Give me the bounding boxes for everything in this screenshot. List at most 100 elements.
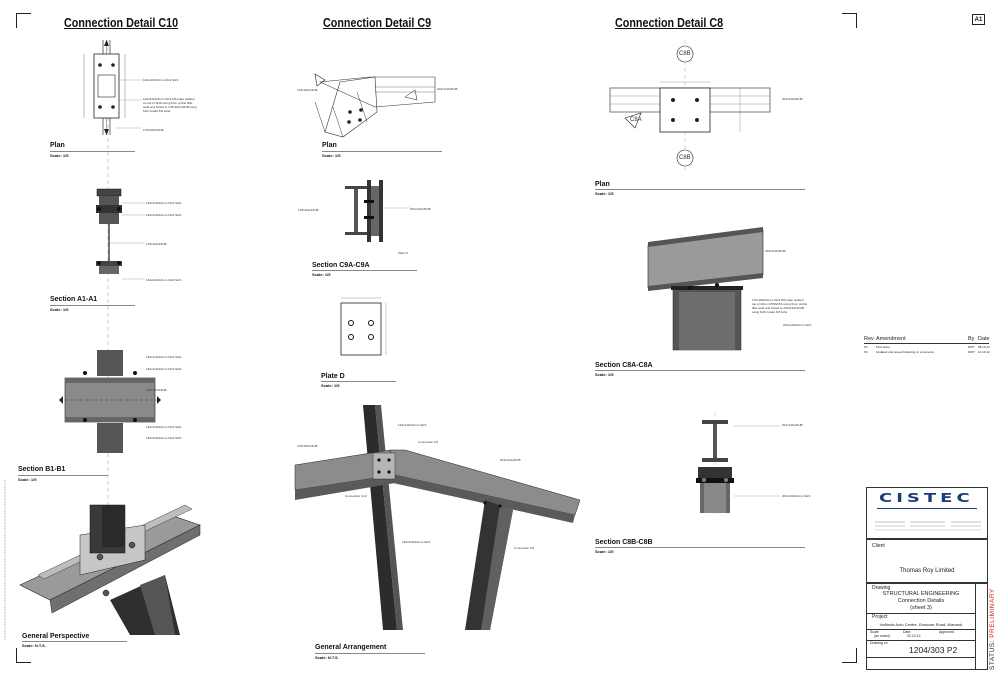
logo-contact-lines (875, 521, 981, 531)
c10-plan-note-3: to end of SHS using 6mm profile fillet (143, 101, 193, 105)
project-rule (867, 613, 975, 614)
sheet-size-badge: A1 (972, 14, 985, 25)
c8-c8b-note-1: 203x133x30UB (782, 423, 803, 427)
c10-section-b1-scale: Scale: 1/5 (18, 477, 37, 482)
scale-rule (867, 629, 975, 630)
c10-plan-note-5: M12 Grade 8.8 bolts (143, 109, 171, 113)
c10-b1-note-4: 140x120x10mm thick SHS (146, 425, 182, 429)
rev-row-1-date: 08.10.12 (978, 345, 990, 349)
c9-plate-d-drawing (340, 297, 387, 356)
c8-c8a-note-6: 203x140x10mm SHS (783, 323, 812, 327)
c9-plate-d-scale: Scale: 1/5 (321, 383, 340, 388)
c10-plan-drawing (83, 40, 142, 135)
c10-plan-note-1: 120x120x10mm thick SHS (143, 78, 179, 82)
c10-plan-underline (50, 151, 135, 152)
c8-plan-scale: Scale: 1/5 (595, 191, 614, 196)
c9-plan-label: Plan (322, 142, 337, 149)
sheet-size-text: A1 (974, 17, 983, 23)
drawing-no-rule (867, 640, 975, 641)
c9-c9a-underline (312, 270, 417, 271)
drawing-number: 1204/303 P2 (909, 645, 958, 655)
c8-plan-label: Plan (595, 181, 610, 188)
bottom-rule (867, 657, 975, 658)
approved-label: Approved (939, 630, 954, 634)
c10-perspective-label: General Perspective (22, 633, 90, 640)
c9-general-arrangement-scale: Scale: N.T.S. (315, 655, 339, 660)
rev-row-1-rev: P1 (864, 345, 868, 349)
c9-general-arrangement-label: General Arrangement (315, 644, 387, 651)
drawing-label: Drawing (872, 585, 891, 591)
c9-ga-note-2: 178x102x19UB (297, 444, 318, 448)
status-label: STATUS: (989, 640, 996, 670)
crop-mark-tl (16, 13, 31, 28)
c9-c9a-note-1: 178x102x19UB (298, 208, 319, 212)
c9-ga-note-c10: Connection C10 (345, 494, 367, 498)
c9-plan-note-2: 203x133x30UB (437, 87, 458, 91)
c10-section-b1-label: Section B1-B1 (18, 466, 66, 473)
c8-c8a-note-3: top of 20mm MINSTAS using 6mm profile (752, 302, 808, 306)
c8-section-c8a-label: Section C8A-C8A (595, 362, 653, 369)
c10-plan-label: Plan (50, 142, 65, 149)
c10-a1-note-2: 140x120x10mm thick SHS (146, 213, 182, 217)
c9-ga-note-4: 120x120x10mm SHS (402, 540, 431, 544)
c9-title: Connection Detail C9 (323, 16, 432, 30)
c10-b1-note-5: 140x120x10mm thick SHS (146, 436, 182, 440)
c10-plan-note-2: 140x240x15mm thick MS plate welded (143, 97, 195, 101)
status-divider (975, 584, 976, 669)
project-name: Halfords Auto Centre, Emscote Road, Warw… (879, 622, 963, 627)
c10-a1-underline (50, 305, 135, 306)
c9-plan-note-1: 178x102x19UB (297, 88, 318, 92)
c8-title: Connection Detail C8 (615, 16, 724, 30)
revision-table: Rev Amendment By Date P1 First Issue. DW… (864, 336, 990, 356)
c8-marker-c8b-bottom: C8B (679, 155, 691, 161)
c9-ga-note-c8: Connection C8 (514, 546, 534, 550)
project-label: Project (872, 614, 888, 620)
rev-header-amendment: Amendment (876, 336, 906, 342)
rev-row-1-by: DWT (968, 345, 975, 349)
c9-plate-d-underline (321, 381, 396, 382)
rev-header-rev: Rev (864, 336, 874, 342)
c10-section-a1-label: Section A1-A1 (50, 296, 98, 303)
client-name: Thomas Roy Limited (899, 568, 955, 574)
c9-section-c9a-label: Section C9A-C9A (312, 262, 370, 269)
c8-section-c8b-label: Section C8B-C8B (595, 539, 653, 546)
drawing-no-label: Drawing no. (870, 641, 889, 645)
c10-plan-scale: Scale: 1/5 (50, 153, 69, 158)
rev-row-2-rev: P2 (864, 350, 868, 354)
c10-plan-note-6: 178x102x19UB (143, 128, 164, 132)
rev-header-line (864, 343, 989, 344)
rev-row-2-by: DWT (968, 350, 975, 354)
title-block-client: Client Thomas Roy Limited (866, 539, 988, 583)
rev-header-date: Date (978, 336, 990, 342)
drawing-line-3: (sheet 3) (910, 605, 932, 611)
c8-c8a-note-4: fillet weld and bolted to 203x133x30UB (752, 306, 804, 310)
crop-mark-br (842, 648, 857, 663)
c9-c9a-note-3: Plate D (398, 251, 408, 255)
status-value: PRELIMINARY (989, 588, 996, 638)
c8-marker-c8a: C8A (630, 117, 642, 123)
c8-c8a-underline (595, 370, 805, 371)
c9-plan-underline (322, 151, 442, 152)
rev-row-2-amendment: Updated and issued following cc comments… (876, 350, 935, 354)
c8-plan-underline (595, 189, 805, 190)
left-margin-text (4, 480, 6, 640)
c9-plan-drawing (314, 73, 436, 138)
date-label: Date (903, 630, 911, 634)
c8-section-c8b-drawing (696, 412, 780, 517)
status-stamp: STATUS: PRELIMINARY (989, 588, 996, 670)
c10-perspective-scale: Scale: N.T.S. (22, 643, 46, 648)
c9-section-c9a-scale: Scale: 1/5 (312, 272, 331, 277)
c8-plan-note-1: 203x133x30UB (782, 97, 803, 101)
c8-section-c8b-scale: Scale: 1/5 (595, 549, 614, 554)
c9-c9a-note-2: 203x133x30UB (410, 207, 431, 211)
rev-row-2-date: 10.10.12 (978, 350, 990, 354)
c10-perspective-underline (22, 641, 127, 642)
c9-ga-note-1: 140x140x10mm SHS (398, 423, 427, 427)
client-label: Client (872, 543, 885, 549)
c10-section-a1-scale: Scale: 1/5 (50, 307, 69, 312)
c9-section-c9a-drawing (345, 180, 410, 242)
c10-b1-note-3: 178x102x19UB (146, 388, 167, 392)
drawing-line-1: STRUCTURAL ENGINEERING (882, 591, 960, 597)
c8-c8a-note-1: 203x133x30UB (765, 249, 786, 253)
c10-b1-underline (18, 475, 108, 476)
